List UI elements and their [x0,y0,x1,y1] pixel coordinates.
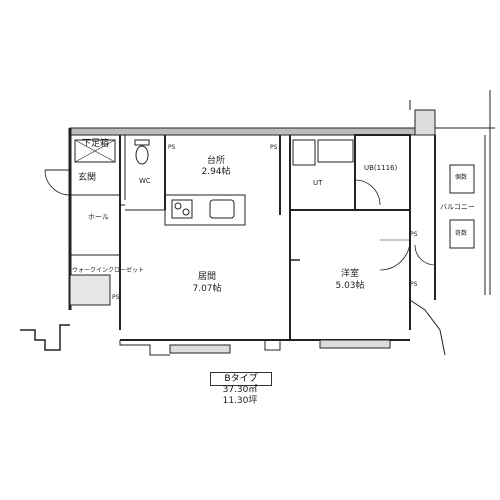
ps-marker-3: PS [410,231,418,238]
bath-unit [354,134,411,211]
closet-wall [69,274,111,306]
living-size: 7.07帖 [192,284,222,294]
bath-label: UB(1116) [364,164,398,172]
lower-outline [20,324,70,351]
entrance-door-arc [44,169,71,196]
wc-label: WC [139,177,151,185]
shoe-box-label: 下足箱 [82,139,110,149]
hall-label: ホール [88,213,109,221]
window-living [169,344,231,354]
toilet-tank [134,139,150,146]
window-western [319,339,391,349]
entrance-label: 玄関 [78,173,97,183]
top-wall [69,127,416,136]
balcony-unit-a-label: 個数 [455,174,468,181]
ps-marker-1: PS [168,144,176,151]
sink [209,199,235,219]
top-right-column [414,109,436,136]
stove [171,199,193,219]
western-room-size: 5.03帖 [335,281,365,291]
balcony-label: バルコニー [440,203,475,211]
plan-type-label: Bタイプ [210,372,272,386]
ps-marker-5: PS [112,294,120,301]
walkin-closet-label: ウォークインクローゼット [72,267,145,274]
washer-basin [292,139,316,166]
washing-machine [317,139,354,163]
kitchen-size: 2.94帖 [201,167,231,177]
balcony-unit-a [449,164,475,194]
plan-area-sqm: 37.30㎡ [222,385,258,395]
kitchen-label: 台所 [206,156,226,166]
balcony-unit-b-label: 奇数 [455,230,468,237]
shoe-box [74,139,116,163]
balcony-unit-b [449,219,475,249]
western-door-arc [379,239,411,271]
utility-label: UT [313,179,323,187]
toilet-bowl [135,145,149,165]
ps-marker-2: PS [270,144,278,151]
ps-marker-4: PS [410,281,418,288]
plan-area-tsubo: 11.30坪 [222,396,258,406]
living-label: 居間 [197,272,217,282]
western-room-label: 洋室 [340,269,360,279]
